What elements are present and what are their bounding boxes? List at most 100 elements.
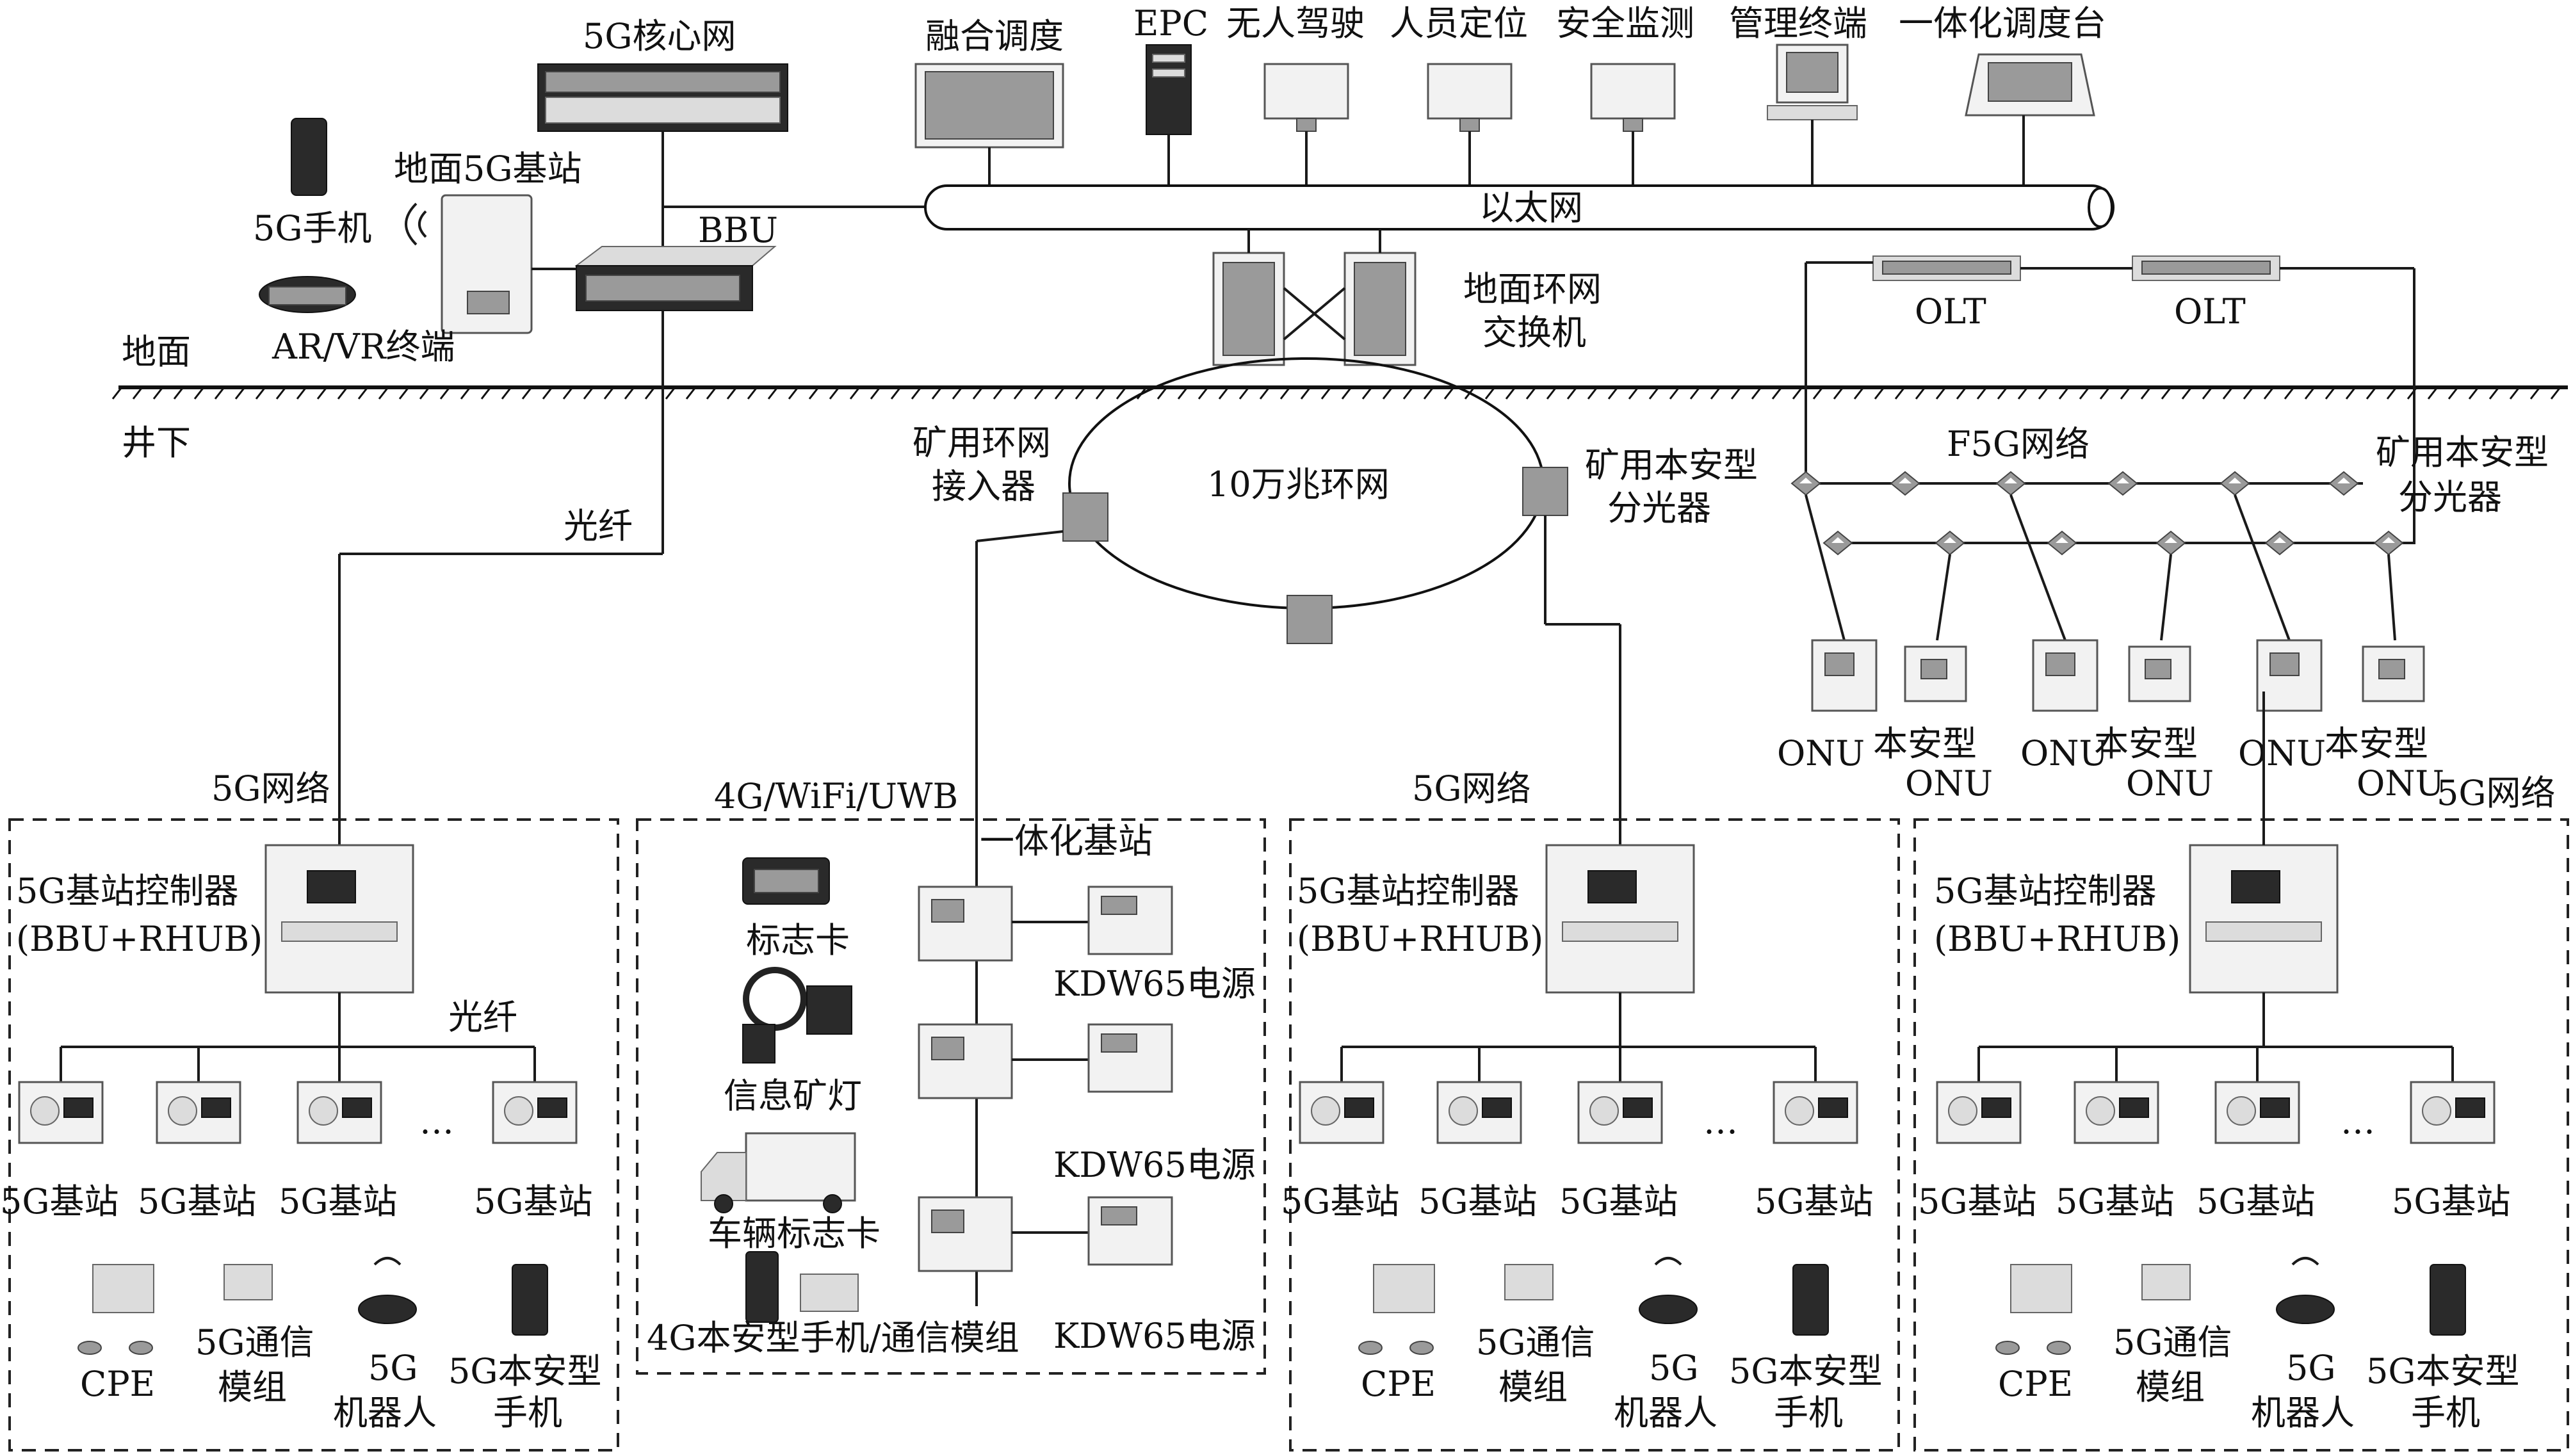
section-5g-right (1913, 818, 2569, 1452)
cpe-icon (1995, 1264, 2072, 1355)
iss-onu-icon (2128, 645, 2191, 702)
section-4g (636, 818, 1266, 1375)
splitter-row-upper (1790, 471, 2359, 496)
cpe-label: CPE (80, 1364, 155, 1404)
iss-onu-label-1: 本安型 (2094, 724, 2198, 764)
ground-bs-label: 地面5G基站 (394, 149, 582, 189)
bs-5g-label: 5G基站 (474, 1181, 593, 1222)
integrated-bs-icon (918, 1023, 1013, 1099)
comm-module-label-1: 5G通信 (195, 1322, 314, 1363)
olt-left-icon (1872, 255, 2021, 281)
unmanned-driving-monitor-icon (1263, 63, 1349, 132)
mgmt-terminal-label: 管理终端 (1729, 3, 1867, 44)
vehicle-card-icon (701, 1132, 856, 1213)
bs-controller-label-2: (BBU+RHUB) (1934, 919, 2180, 959)
cpe-label: CPE (1998, 1364, 2073, 1404)
ground-5g-bs-icon (441, 194, 533, 334)
fusion-dispatch-label: 融合调度 (925, 16, 1064, 56)
robot-label-1: 5G (368, 1348, 418, 1388)
bs-5g-label: 5G基站 (2196, 1181, 2316, 1222)
bs-5g-icon (2410, 1081, 2496, 1144)
wifi-signal-icon (405, 202, 427, 246)
bs-controller-label-2: (BBU+RHUB) (1297, 919, 1543, 959)
bs-5g-label: 5G基站 (138, 1181, 257, 1222)
unmanned-driving-label: 无人驾驶 (1226, 3, 1365, 44)
kdw65-label-2: KDW65电源 (1053, 1145, 1256, 1185)
net5g-label-mid: 5G网络 (1412, 768, 1531, 809)
olt-right-label: OLT (2174, 291, 2246, 332)
bbu-label: BBU (698, 210, 778, 250)
bs-5g-label: 5G基站 (1755, 1181, 1874, 1222)
id-card-label: 标志卡 (746, 920, 850, 960)
bs-5g-icon (1773, 1081, 1858, 1144)
dispatch-console-icon (1965, 53, 2095, 117)
bs-5g-icon (1577, 1081, 1663, 1144)
comm-module-icon (223, 1264, 273, 1300)
splitter-row-lower (1822, 530, 2404, 556)
info-lamp-label: 信息矿灯 (724, 1076, 862, 1116)
mine-splitter-label-right-2: 分光器 (2398, 477, 2502, 517)
iss-onu-icon (1904, 645, 1967, 702)
bs-5g-label: 5G基站 (2056, 1181, 2175, 1222)
onu-label: ONU (2020, 733, 2108, 773)
ring-access-label-2: 接入器 (932, 466, 1035, 506)
bs-5g-icon (492, 1081, 578, 1144)
kdw65-power-icon (1087, 1196, 1173, 1266)
robot-icon (358, 1257, 417, 1324)
splitter-icon (1790, 471, 1821, 496)
comm-module-label-2: 模组 (218, 1367, 287, 1407)
iss-phone-label-2: 手机 (2411, 1393, 2480, 1433)
epc-label: EPC (1133, 3, 1208, 44)
comm-module-label-2: 模组 (1498, 1367, 1568, 1407)
mgmt-terminal-icon (1767, 44, 1858, 120)
info-lamp-icon (742, 967, 852, 1064)
safety-monitoring-label: 安全监测 (1556, 3, 1694, 44)
bs-5g-icon (1299, 1081, 1384, 1144)
iss-onu-label-1: 本安型 (1873, 724, 1977, 764)
ring-access-label-1: 矿用环网 (913, 423, 1051, 463)
kdw65-label-3: KDW65电源 (1053, 1316, 1256, 1356)
robot-label-2: 机器人 (333, 1393, 437, 1433)
splitter-icon (2047, 530, 2077, 556)
iss-onu-label-2: ONU (2357, 763, 2444, 804)
iss-onu-label-2: ONU (2126, 763, 2214, 804)
iss-onu-label-2: ONU (1905, 763, 1993, 804)
bs-5g-icon (1436, 1081, 1522, 1144)
fiber-label-upper: 光纤 (564, 506, 633, 546)
underground-label: 井下 (122, 423, 191, 463)
comm-module-4g-icon (800, 1274, 859, 1312)
mine-splitter-label-center-1: 矿用本安型 (1585, 445, 1758, 485)
kdw65-power-icon (1087, 1023, 1173, 1093)
id-card-icon (742, 857, 830, 905)
section-5g-mid (1289, 818, 1900, 1452)
bs-5g-icon (156, 1081, 241, 1144)
splitter-icon (1995, 471, 2026, 496)
splitter-icon (2264, 530, 2295, 556)
bs-5g-label: 5G基站 (1918, 1181, 2037, 1222)
phone-5g-icon (291, 118, 327, 196)
ethernet-bus (924, 184, 2114, 231)
ring-switch-label-2: 交换机 (1482, 312, 1586, 353)
iss-onu-icon (2362, 645, 2425, 702)
robot-label-1: 5G (1649, 1348, 1699, 1388)
phone-4g-label: 4G本安型手机/通信模组 (647, 1318, 1019, 1358)
cpe-icon (77, 1264, 154, 1355)
ring-switch-right-icon (1343, 252, 1416, 366)
ring-access-bottom-icon (1286, 595, 1333, 644)
bs-5g-icon (2214, 1081, 2300, 1144)
bs-5g-label: 5G基站 (279, 1181, 398, 1222)
onu-icon (1811, 639, 1878, 712)
splitter-icon (1822, 530, 1853, 556)
net5g-label-left: 5G网络 (211, 768, 330, 809)
bbu-icon (574, 246, 777, 311)
phone-4g-icon (745, 1251, 779, 1323)
positioning-label: 人员定位 (1390, 3, 1528, 44)
iss-onu-label-1: 本安型 (2325, 724, 2428, 764)
iss-phone-icon (1792, 1264, 1829, 1336)
olt-left-label: OLT (1915, 291, 1986, 332)
kdw65-label-1: KDW65电源 (1053, 964, 1256, 1004)
robot-icon (1639, 1257, 1698, 1324)
robot-label-1: 5G (2286, 1348, 2336, 1388)
arvr-label: AR/VR终端 (272, 327, 455, 367)
